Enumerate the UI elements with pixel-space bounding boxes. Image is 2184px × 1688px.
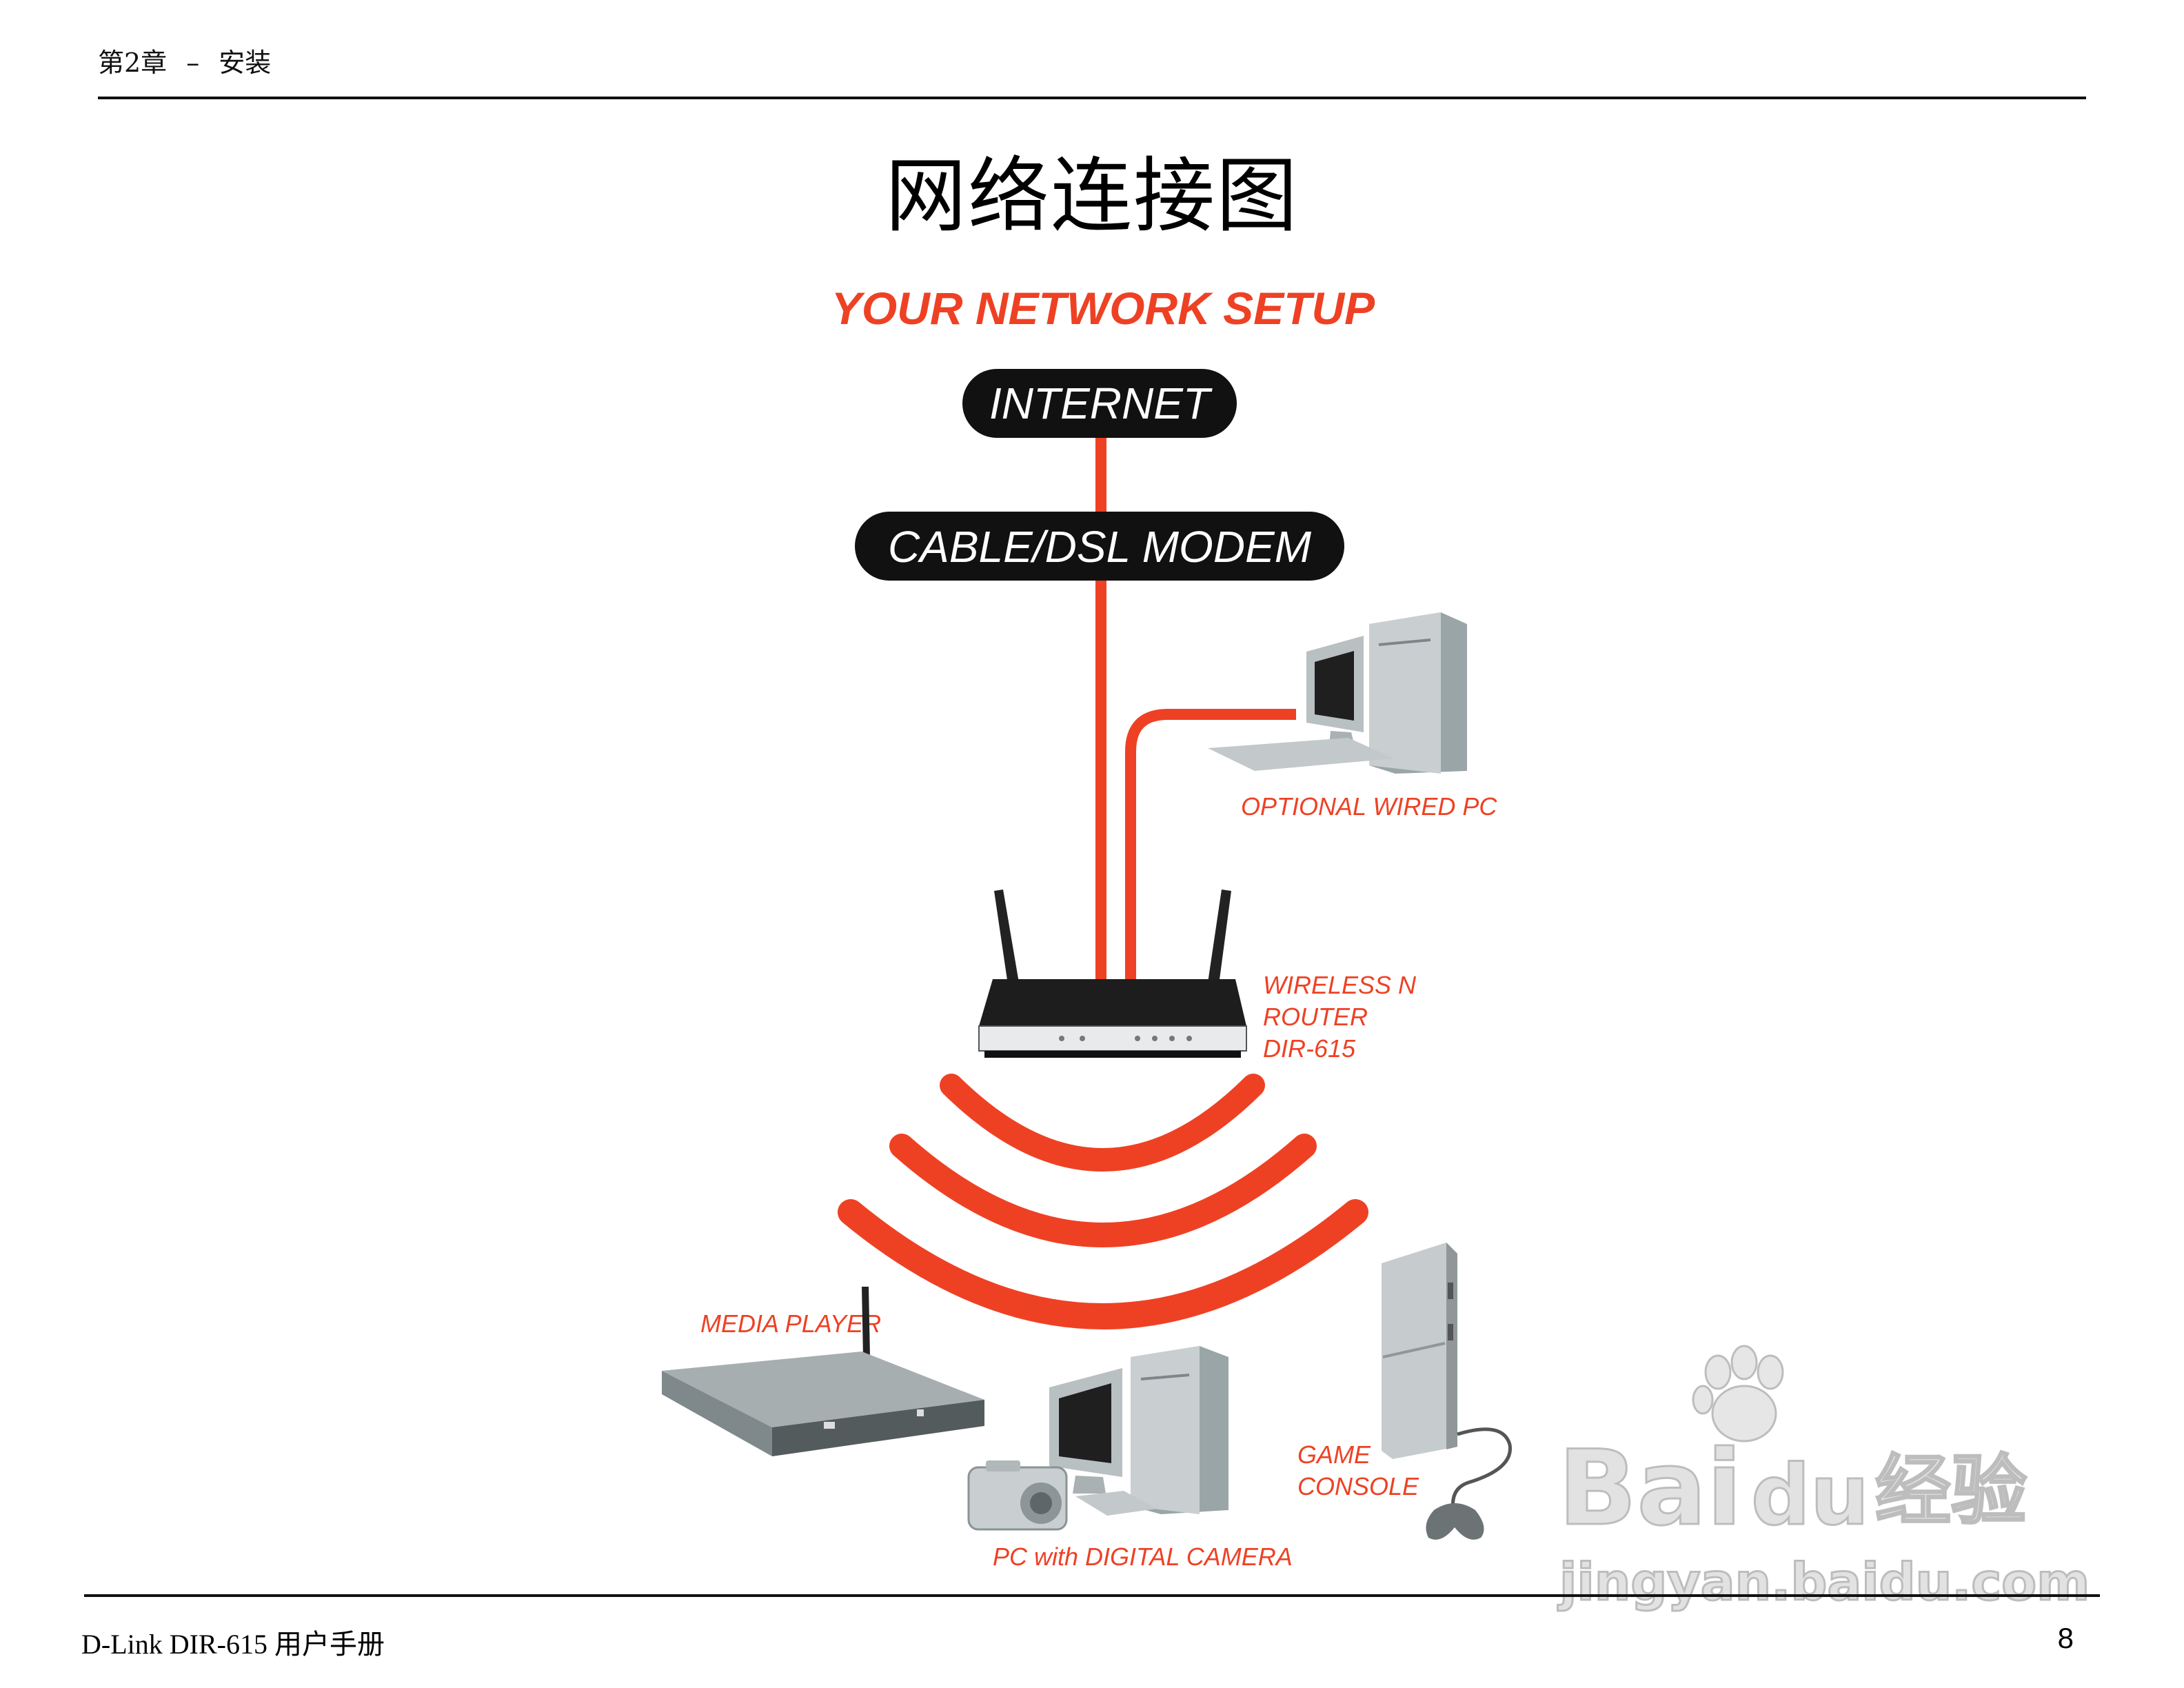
game-console-illustration: GAME CONSOLE	[1297, 1243, 1512, 1540]
watermark-url: jingyan.baidu.com	[1557, 1553, 2090, 1612]
page-title: 网络连接图	[884, 148, 1299, 243]
pc-camera-label: PC with DIGITAL CAMERA	[993, 1543, 1293, 1571]
modem-node: CABLE/DSL MODEM	[855, 512, 1344, 581]
running-header: 第2章–安装	[98, 41, 271, 79]
router-label-line2: ROUTER	[1263, 1003, 1368, 1031]
baidu-watermark: Bai du 经验 jingyan.baidu.com	[1557, 1345, 2091, 1614]
watermark-brand-jingyan: 经验	[1875, 1447, 2027, 1535]
media-player-antenna	[862, 1287, 870, 1357]
wireless-waves	[838, 1074, 1368, 1329]
watermark-brand-bai: Bai	[1558, 1429, 1742, 1549]
media-player-illustration: MEDIA PLAYER	[662, 1287, 984, 1456]
footer-page-number: 8	[2057, 1622, 2074, 1654]
game-console-label-line2: CONSOLE	[1297, 1472, 1419, 1500]
media-player-front	[772, 1400, 984, 1456]
router-antenna-left	[994, 890, 1019, 985]
footer-rule	[84, 1594, 2100, 1597]
media-player-label: MEDIA PLAYER	[700, 1309, 881, 1338]
wired-pc-keyboard	[1208, 738, 1394, 771]
wave-middle	[889, 1134, 1317, 1247]
router-label-line1: WIRELESS N	[1263, 971, 1417, 999]
header-rule	[98, 97, 2086, 99]
router-antenna-right	[1208, 890, 1231, 985]
wave-outer	[838, 1199, 1368, 1329]
wired-pc-illustration: OPTIONAL WIRED PC	[1208, 612, 1497, 821]
cable-lines	[1095, 428, 1296, 986]
footer-manual-title: D-Link DIR-615 用户手册	[81, 1629, 385, 1660]
router-pc-cable	[1125, 709, 1296, 986]
diagram-heading: YOUR NETWORK SETUP	[831, 283, 1375, 334]
router-illustration: WIRELESS N ROUTER DIR-615	[978, 890, 1417, 1063]
wired-pc-label: OPTIONAL WIRED PC	[1241, 792, 1497, 821]
chapter-label: 第2章	[98, 48, 168, 78]
internet-label: INTERNET	[989, 379, 1213, 428]
internet-node: INTERNET	[962, 369, 1237, 438]
header-separator: –	[186, 48, 200, 78]
modem-pill	[855, 512, 1344, 581]
pc-camera-illustration: PC with DIGITAL CAMERA	[967, 1346, 1293, 1571]
game-console-label-line1: GAME	[1297, 1440, 1371, 1469]
router-front-panel	[978, 1025, 1247, 1052]
controller-cable	[1451, 1427, 1512, 1518]
internet-pill	[962, 369, 1237, 438]
router-label-line3: DIR-615	[1263, 1034, 1356, 1063]
modem-label: CABLE/DSL MODEM	[888, 522, 1312, 572]
watermark-brand-du: du	[1751, 1448, 1869, 1544]
paw-icon	[1692, 1345, 1784, 1443]
wave-inner	[940, 1074, 1265, 1172]
game-controller	[1426, 1503, 1484, 1540]
section-label: 安装	[219, 48, 272, 78]
game-console-body	[1382, 1243, 1457, 1459]
